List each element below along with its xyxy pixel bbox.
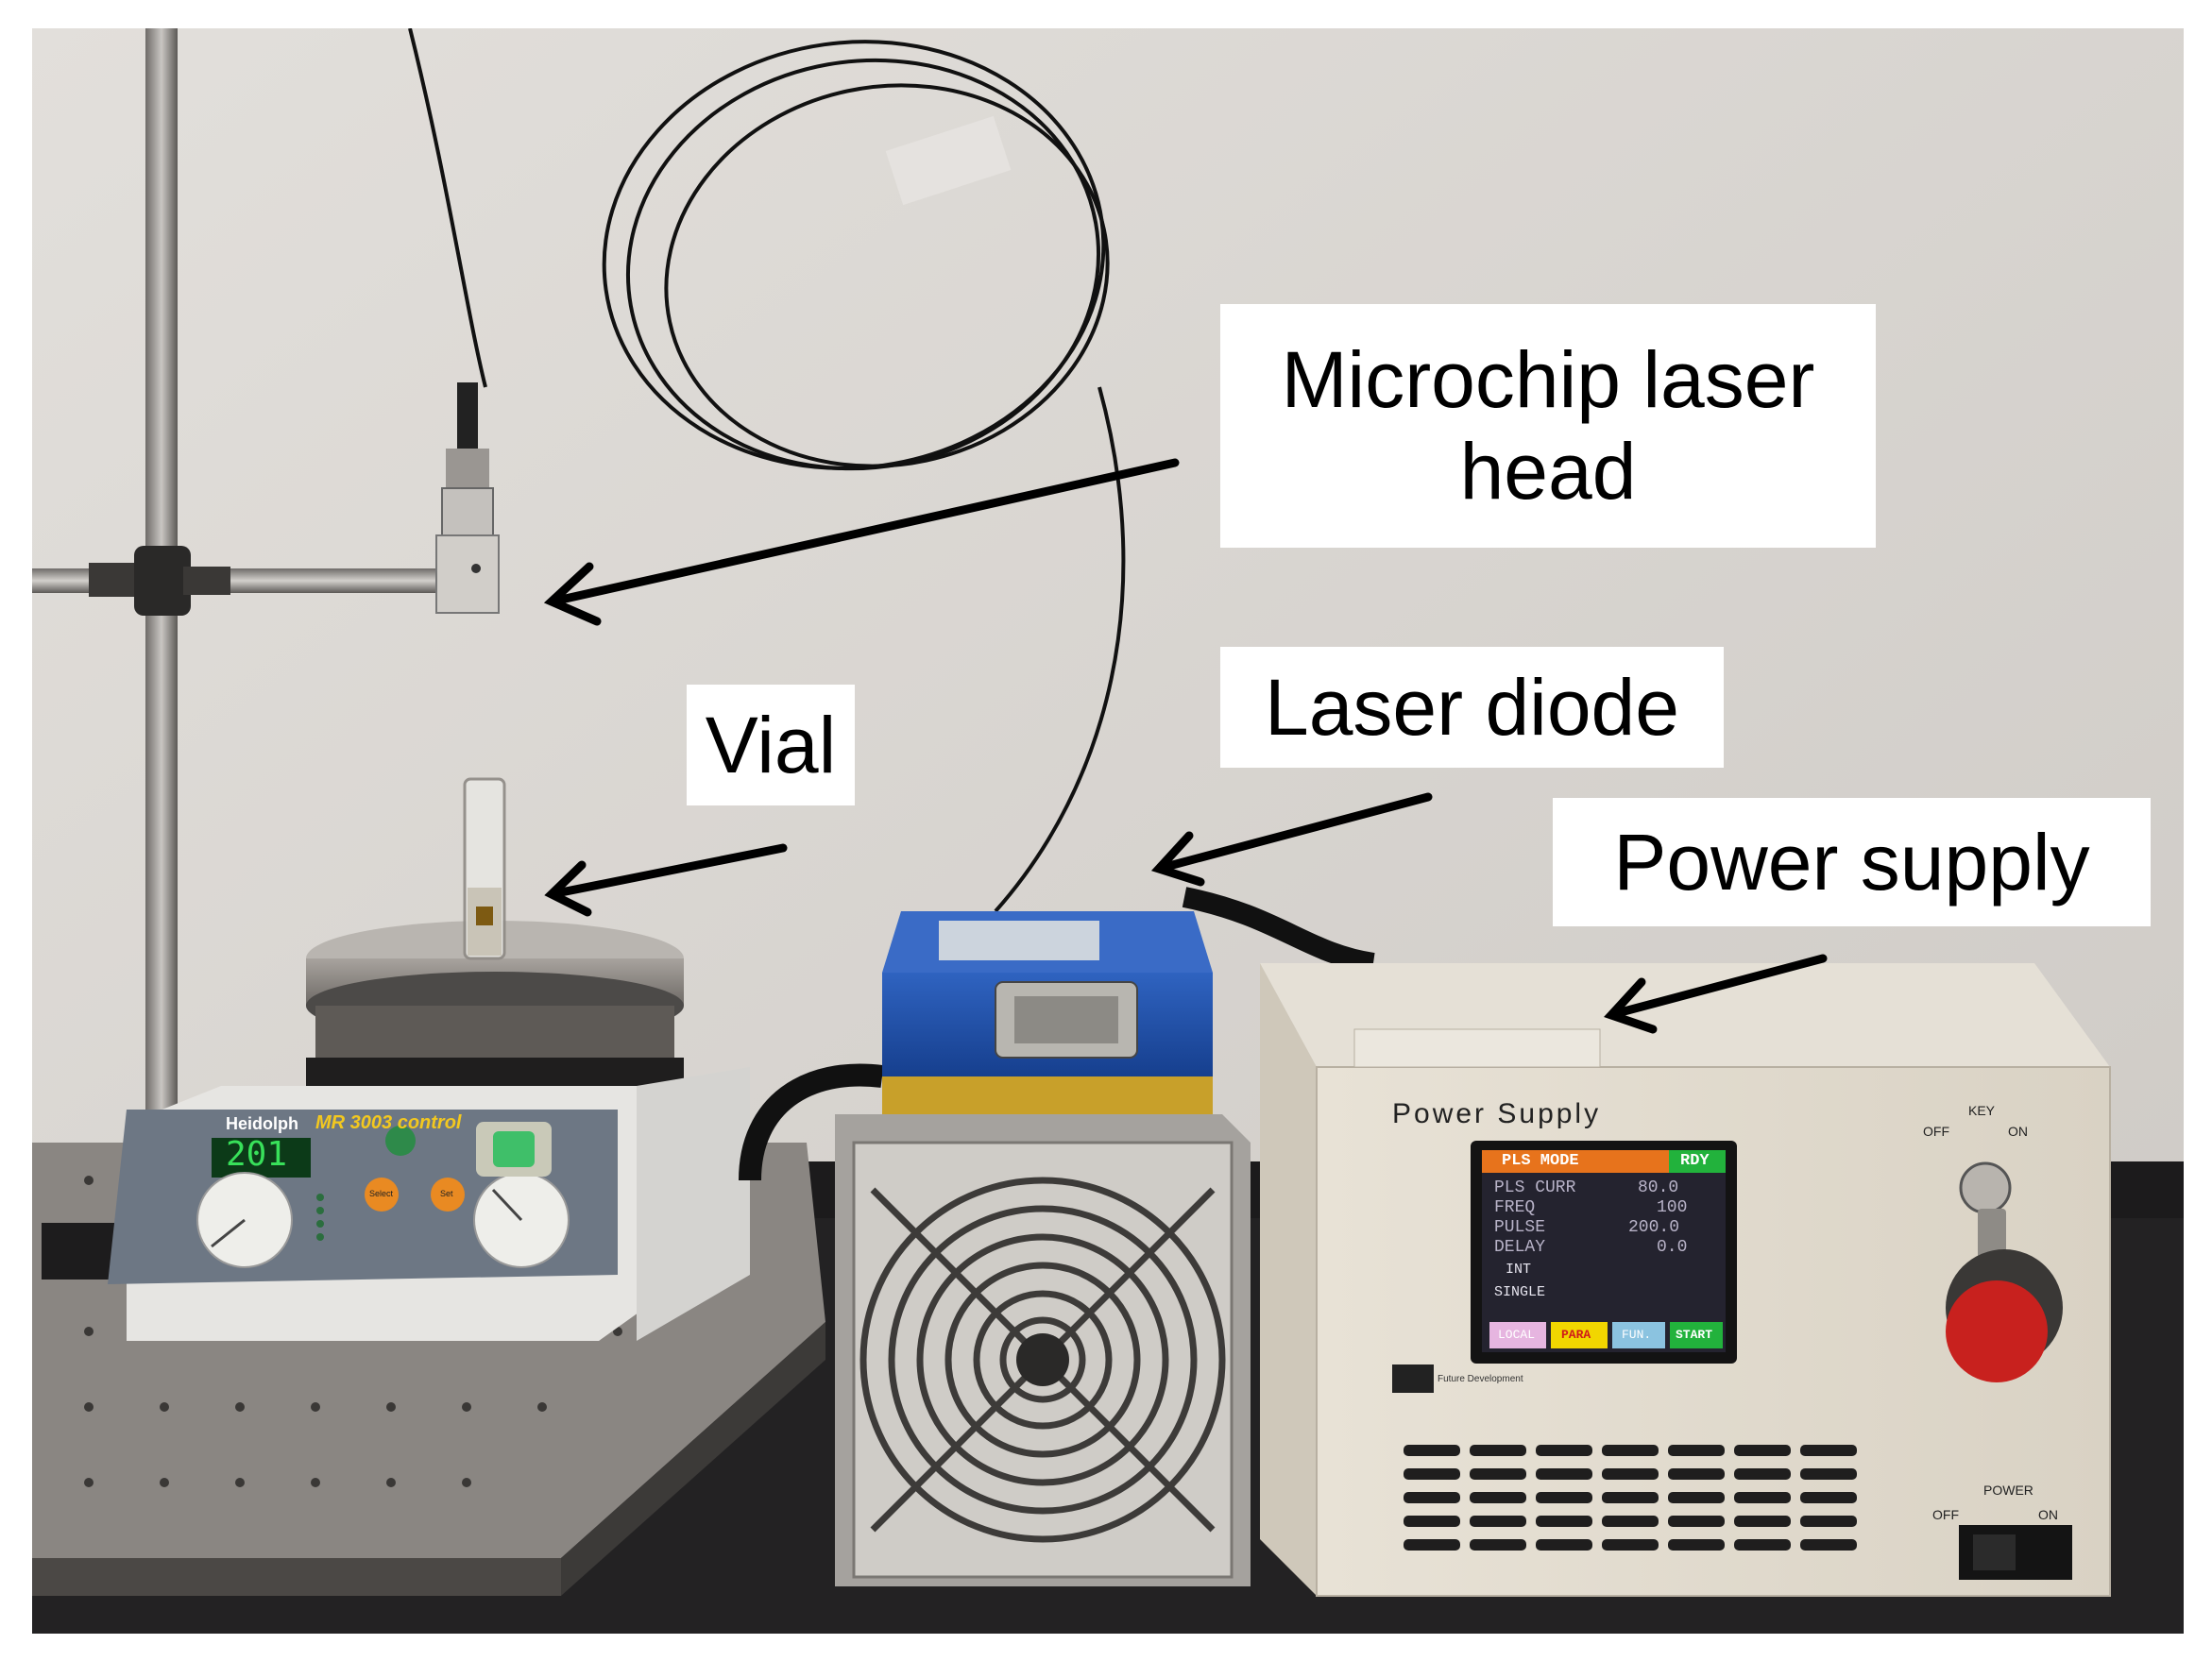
screen-row-value: 200.0 [1628, 1218, 1680, 1237]
label-vial-text: Vial [705, 700, 837, 789]
power-supply-brand: Power Supply [1392, 1098, 1602, 1129]
screen-row-value: 100 [1657, 1198, 1688, 1217]
screen-fun-button: FUN. [1622, 1328, 1652, 1342]
label-power-supply-text: Power supply [1613, 817, 2090, 907]
screen-status: RDY [1680, 1152, 1710, 1170]
stirrer-brand: Heidolph [226, 1114, 298, 1133]
hotplate-stirrer [108, 921, 750, 1341]
label-vial: Vial [687, 685, 855, 805]
key-off-label: OFF [1923, 1124, 1949, 1139]
fiber-cable [408, 28, 1126, 913]
label-power-supply: Power supply [1553, 798, 2151, 926]
key-on-label: ON [2008, 1124, 2028, 1139]
screen-row-value: 0.0 [1657, 1238, 1688, 1257]
laser-diode-module [739, 887, 1375, 1586]
power-off-label: OFF [1932, 1507, 1959, 1522]
screen-row-value: 80.0 [1638, 1178, 1679, 1197]
screen-mode: PLS MODE [1502, 1152, 1579, 1170]
label-microchip-line2: head [1459, 427, 1637, 516]
screen-row-name: DELAY [1494, 1238, 1546, 1257]
power-on-label: ON [2038, 1507, 2058, 1522]
stirrer-select-button: Select [369, 1189, 394, 1198]
screen-local-button: LOCAL [1498, 1328, 1536, 1342]
power-supply-unit [1260, 963, 2111, 1597]
label-laser-diode-text: Laser diode [1265, 662, 1679, 752]
screen-single-label: SINGLE [1494, 1284, 1546, 1300]
stirrer-display: 201 [226, 1135, 288, 1174]
screen-row-name: FREQ [1494, 1198, 1536, 1217]
laser-head [435, 382, 500, 614]
maker-label: Future Development [1438, 1374, 1523, 1384]
key-label: KEY [1968, 1103, 1996, 1118]
label-laser-diode: Laser diode [1220, 647, 1724, 768]
scene-drawing [32, 28, 2184, 1634]
annotation-arrows [543, 458, 1828, 1034]
rod-clamp [89, 546, 230, 616]
vial [463, 777, 506, 960]
stirrer-set-button: Set [440, 1189, 453, 1198]
screen-row-name: PULSE [1494, 1218, 1546, 1237]
label-microchip-laser-head: Microchip laser head [1220, 304, 1876, 548]
screen-int-label: INT [1506, 1262, 1532, 1278]
power-switch-label: POWER [1983, 1483, 2033, 1498]
screen-row-name: PLS CURR [1494, 1178, 1576, 1197]
screen-para-button: PARA [1561, 1328, 1591, 1342]
stirrer-model: MR 3003 control [315, 1112, 462, 1133]
label-microchip-line1: Microchip laser [1281, 335, 1815, 425]
screen-start-button: START [1676, 1328, 1713, 1342]
lab-photo: Power Supply KEY OFF ON POWER OFF ON Fut… [32, 28, 2184, 1634]
